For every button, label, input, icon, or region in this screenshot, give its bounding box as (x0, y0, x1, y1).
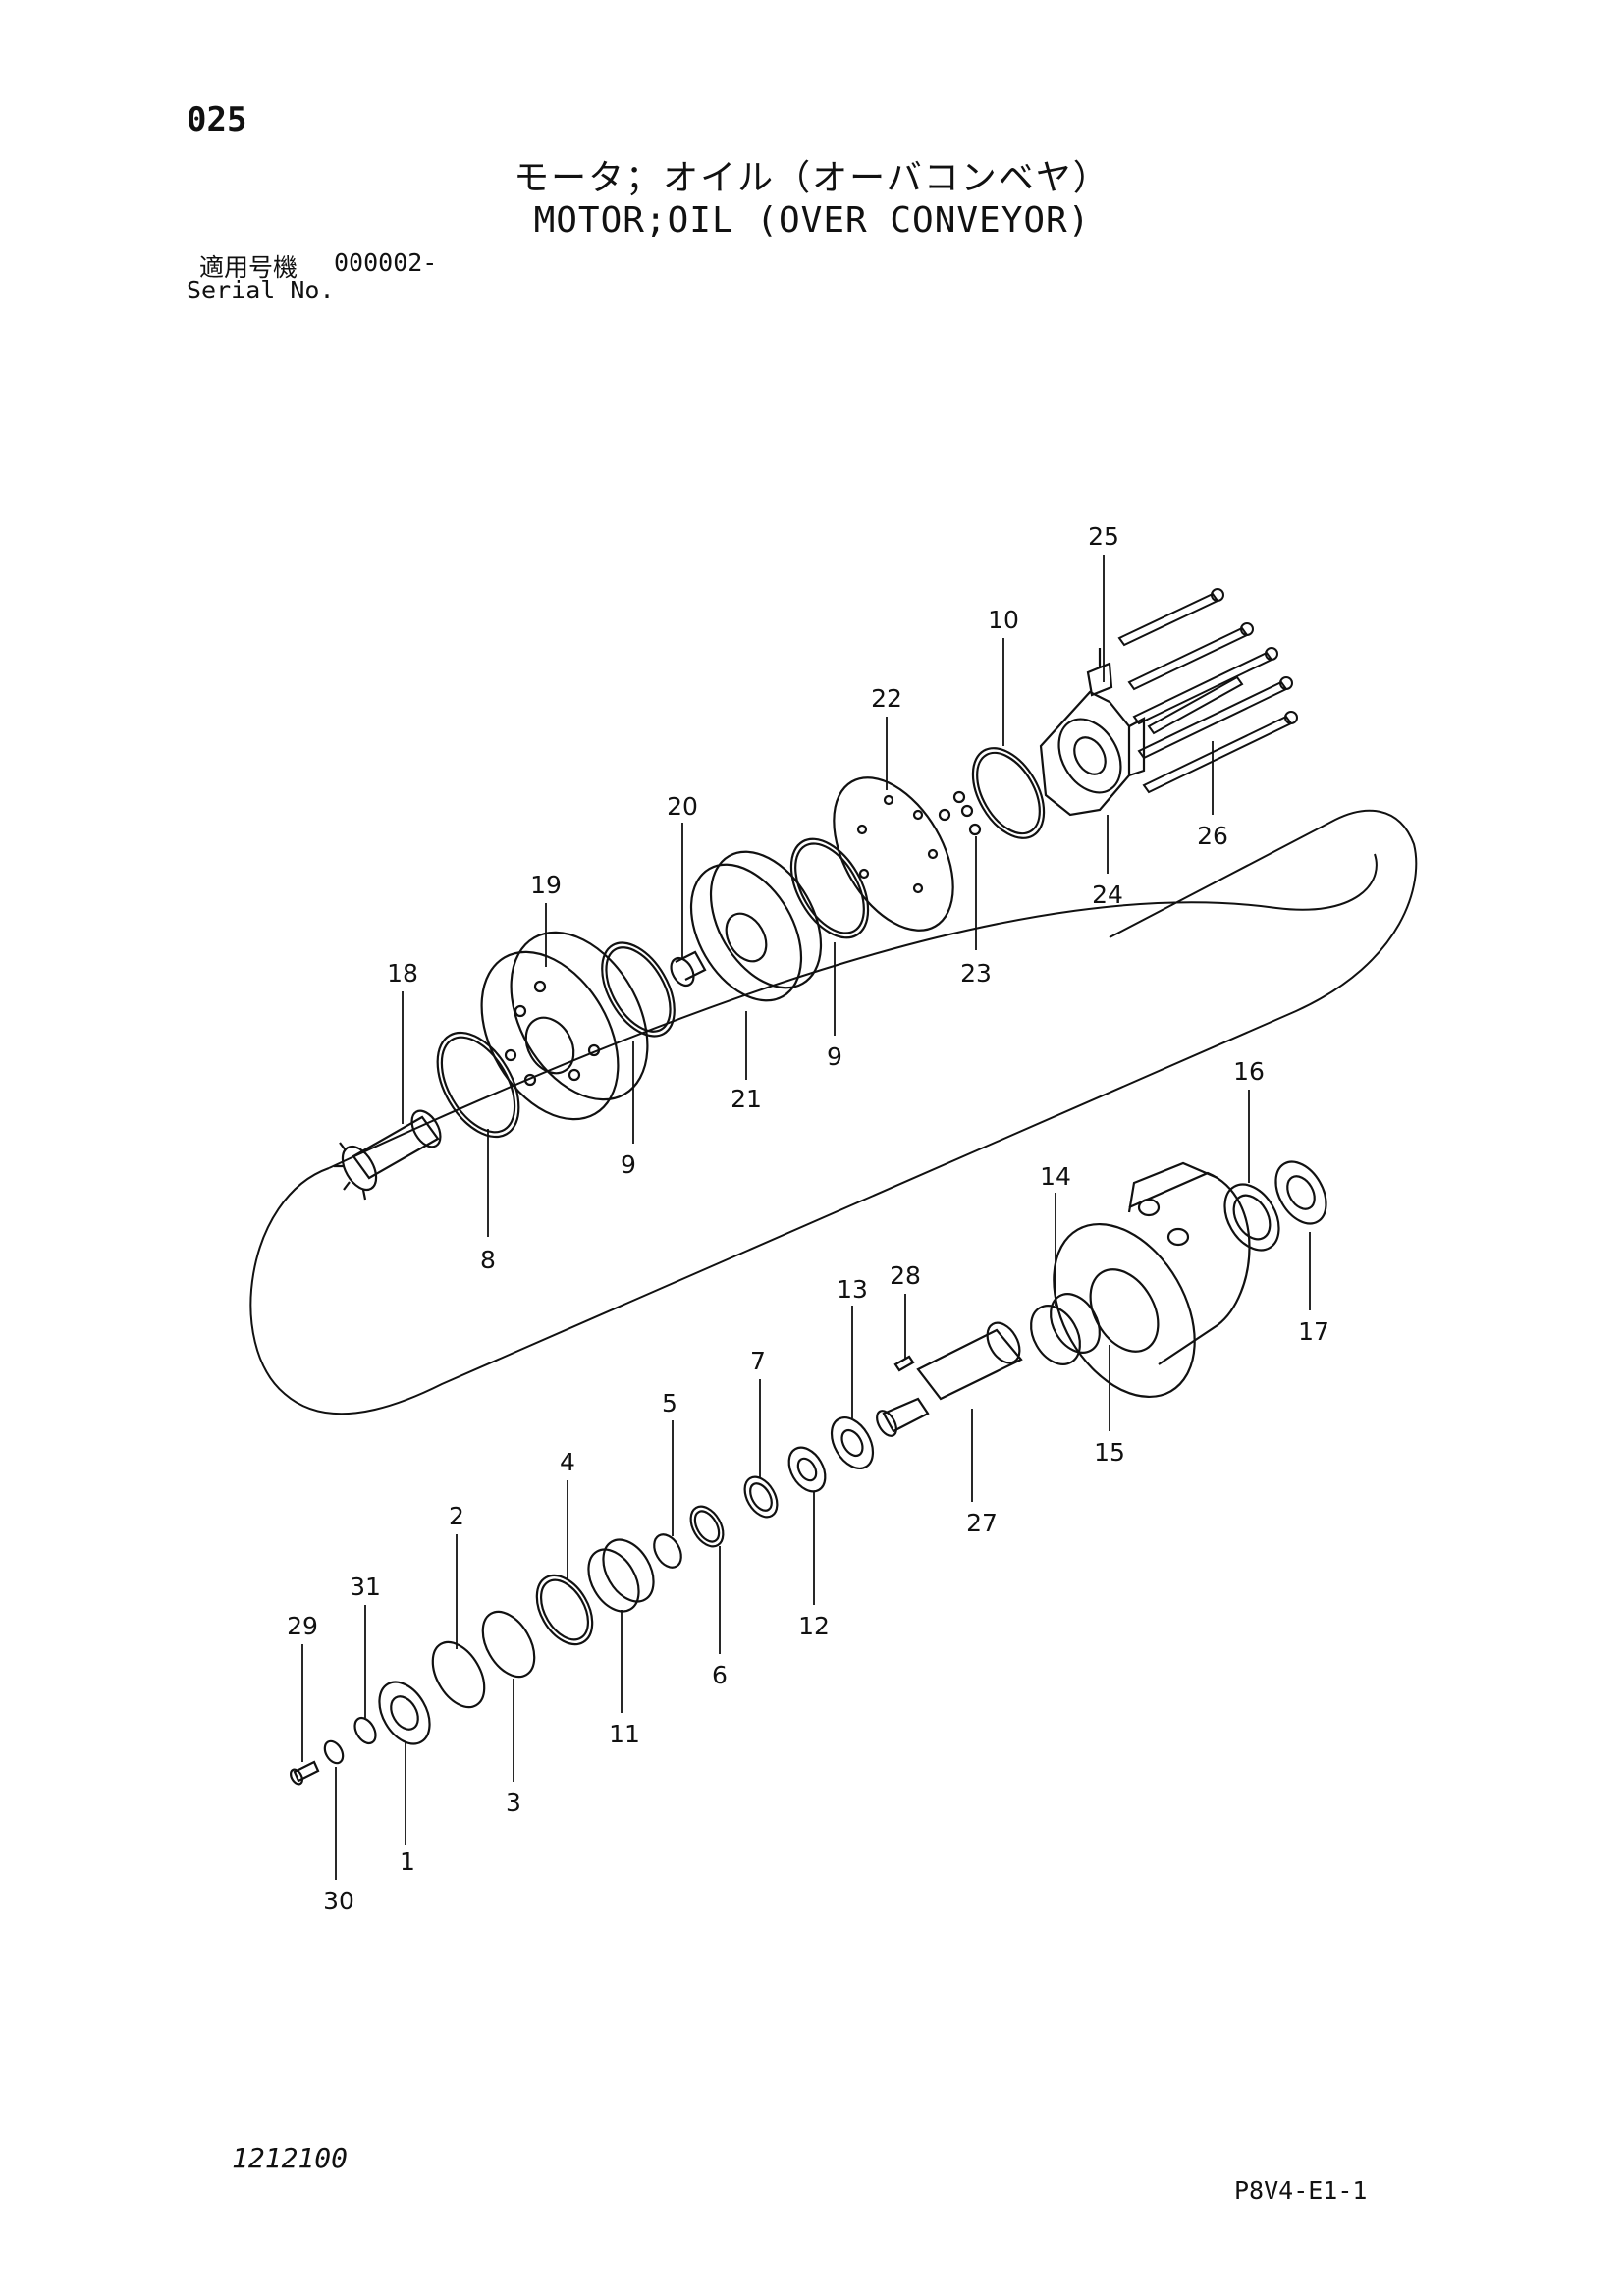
serial-value: 000002- (334, 248, 438, 277)
part-30-washer (323, 1739, 345, 1765)
part-20-bushing (670, 950, 707, 988)
part-4-ring (535, 1574, 594, 1646)
callout-9-right: 9 (827, 1042, 842, 1071)
part-9-o-ring-right (789, 837, 870, 939)
callout-labels: 18 19 20 21 22 23 24 25 26 10 8 9 9 16 1… (287, 522, 1329, 1915)
callout-20: 20 (667, 792, 698, 821)
part-27-output-shaft (876, 1321, 1023, 1437)
callout-7: 7 (750, 1347, 766, 1375)
part-1-seal (378, 1681, 431, 1745)
callout-18: 18 (387, 959, 418, 988)
serial-label-english: Serial No. (187, 276, 335, 304)
callout-15: 15 (1094, 1438, 1125, 1467)
callout-24: 24 (1092, 881, 1123, 909)
callout-3: 3 (506, 1789, 521, 1817)
callout-5: 5 (662, 1389, 677, 1417)
part-16-bearing (1223, 1183, 1280, 1252)
callout-2: 2 (449, 1502, 464, 1530)
part-11-bearing (587, 1538, 655, 1613)
page-number: 025 (187, 100, 247, 139)
callout-22: 22 (871, 684, 902, 713)
title-english: MOTOR;OIL (OVER CONVEYOR) (533, 200, 1091, 240)
callout-26: 26 (1197, 822, 1228, 850)
callout-6: 6 (712, 1661, 728, 1689)
footer-catalog-code: P8V4-E1-1 (1234, 2176, 1368, 2205)
callout-23: 23 (960, 959, 992, 988)
callout-17: 17 (1298, 1317, 1329, 1346)
part-28-key (893, 1355, 915, 1372)
part-14-bearing (1030, 1293, 1101, 1365)
callout-28: 28 (890, 1261, 921, 1290)
part-24-end-cover (1039, 690, 1146, 817)
callout-27: 27 (966, 1509, 998, 1537)
part-25-bracket (1086, 648, 1113, 697)
part-8-o-ring (436, 1031, 520, 1139)
callout-19: 19 (530, 871, 562, 899)
part-22-plate (833, 776, 954, 932)
assembly-loop-line (249, 809, 1418, 1415)
part-21-valve-disc (689, 850, 823, 1002)
part-13-thrust-washer (830, 1416, 875, 1469)
part-6-ring (689, 1505, 725, 1548)
part-9-o-ring-left (601, 941, 676, 1038)
callout-1: 1 (400, 1847, 415, 1876)
part-3-o-ring (481, 1610, 536, 1679)
part-26-bolts (1117, 588, 1298, 794)
part-10-o-ring (971, 747, 1046, 839)
callout-25: 25 (1088, 522, 1119, 551)
part-31-o-ring (353, 1716, 377, 1745)
part-12-washer (787, 1446, 827, 1493)
part-23-ball (938, 790, 982, 836)
callout-11: 11 (609, 1720, 640, 1748)
part-7-snap-ring (743, 1475, 779, 1519)
callout-14: 14 (1040, 1162, 1071, 1191)
callout-10: 10 (988, 606, 1019, 634)
callout-21: 21 (731, 1085, 762, 1113)
part-2-o-ring (431, 1640, 486, 1709)
assembly-loop-upper (328, 853, 1378, 1169)
callout-12: 12 (798, 1612, 830, 1640)
serial-label-japanese: 適用号機 (199, 253, 298, 282)
callout-30: 30 (323, 1887, 354, 1915)
footer-drawing-code: 1212100 (232, 2142, 349, 2174)
callout-8: 8 (480, 1246, 496, 1274)
part-5-o-ring (653, 1533, 682, 1569)
part-29-screw (290, 1760, 320, 1786)
callout-9-left: 9 (621, 1150, 636, 1179)
callout-13: 13 (837, 1275, 868, 1304)
leader-lines (301, 555, 1311, 1880)
part-15-housing (1053, 1161, 1251, 1399)
callout-4: 4 (560, 1448, 575, 1476)
part-19-gear-set (480, 931, 649, 1121)
callout-16: 16 (1233, 1057, 1265, 1086)
title-japanese: モータ；オイル（オーバコンベヤ） (514, 158, 1110, 198)
callout-29: 29 (287, 1612, 318, 1640)
callout-31: 31 (350, 1573, 381, 1601)
part-18-shaft (334, 1109, 442, 1201)
part-17-thrust-washer (1274, 1160, 1327, 1225)
